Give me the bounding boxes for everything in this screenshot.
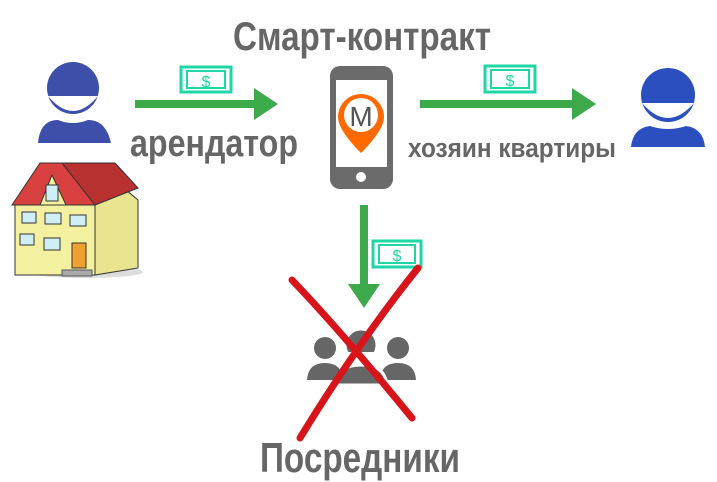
owner-person-icon [631, 68, 705, 147]
owner-label: хозяин квартиры [408, 133, 616, 163]
tenant-label: арендатор [130, 123, 298, 165]
tenant-person-icon [38, 62, 111, 143]
money-bill-icon: $ [179, 65, 233, 94]
smartphone-icon: M [330, 66, 393, 189]
house-icon [11, 162, 143, 278]
cross-out-icon [288, 264, 422, 442]
intermediaries-label: Посредники [260, 434, 460, 481]
location-pin-icon: M [338, 94, 384, 153]
bill-symbol: $ [506, 73, 515, 90]
pin-letter: M [349, 101, 372, 132]
bill-symbol: $ [393, 248, 402, 265]
bill-symbol: $ [202, 74, 211, 91]
money-bill-icon: $ [371, 239, 423, 269]
title: Смарт-контракт [233, 15, 491, 59]
money-bill-icon: $ [483, 64, 537, 94]
